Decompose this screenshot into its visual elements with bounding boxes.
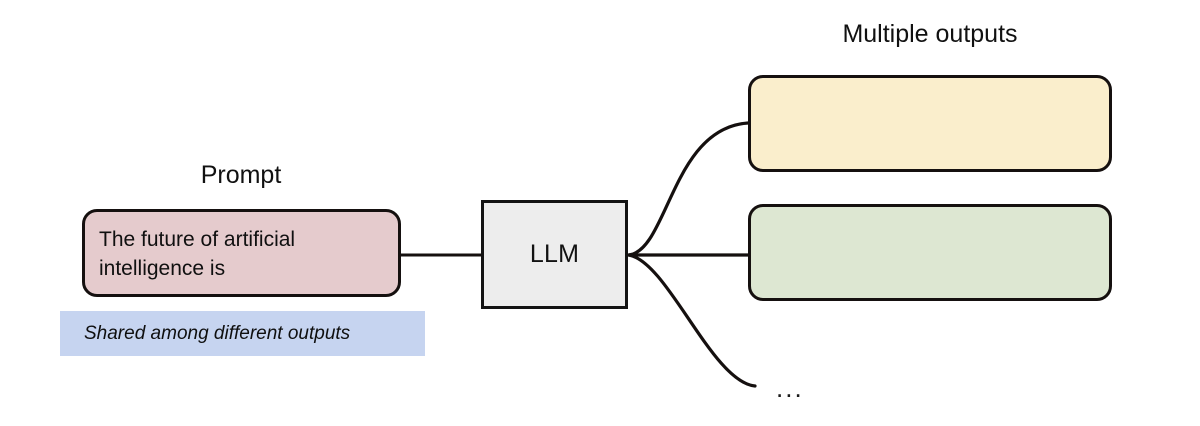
outputs-caption: Multiple outputs — [842, 20, 1018, 48]
outputs-ellipsis: ... — [776, 373, 804, 403]
llm-box[interactable]: LLM — [481, 200, 628, 309]
shared-note-bar: Shared among different outputs — [60, 311, 425, 356]
llm-label: LLM — [529, 240, 580, 268]
connector-llm-to-output-1 — [627, 121, 750, 257]
prompt-box[interactable]: The future of artificial intelligence is — [82, 209, 401, 297]
output-box-1[interactable] — [748, 75, 1112, 172]
prompt-text: The future of artificial intelligence is — [99, 228, 296, 280]
output-box-2[interactable] — [748, 204, 1112, 301]
connector-llm-to-ellipsis — [627, 253, 757, 388]
prompt-caption: Prompt — [200, 161, 282, 189]
shared-note-text: Shared among different outputs — [84, 322, 351, 344]
